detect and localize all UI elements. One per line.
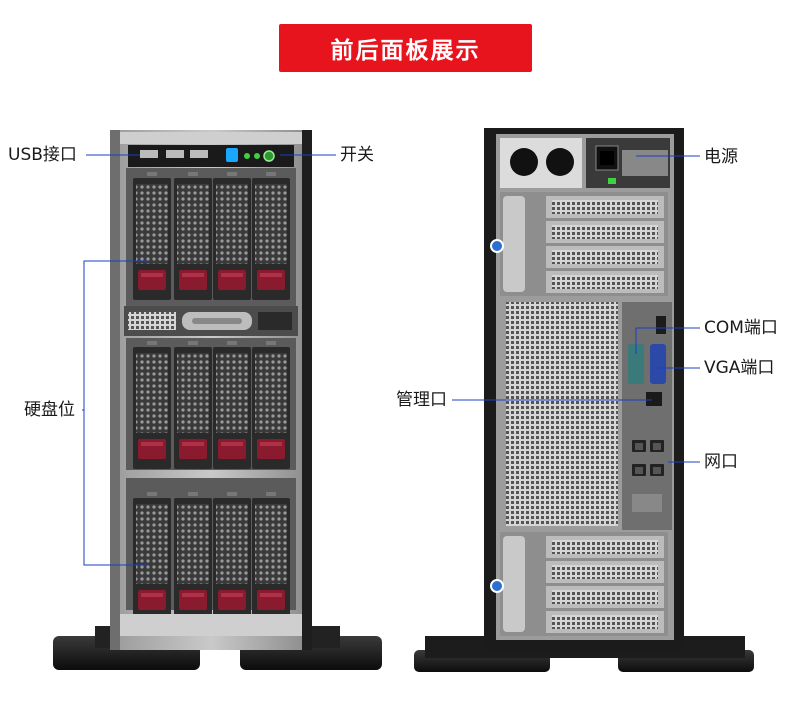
usb-port-icon bbox=[140, 150, 158, 158]
usb-port-icon bbox=[166, 150, 184, 158]
usb-port-icon bbox=[190, 150, 208, 158]
drive-bays-label: 硬盘位 bbox=[24, 400, 75, 420]
management-port-label: 管理口 bbox=[396, 390, 447, 410]
callout-lines bbox=[82, 154, 700, 566]
network-ports-label: 网口 bbox=[704, 452, 738, 472]
power-button-icon bbox=[263, 150, 275, 162]
usb-label: USB接口 bbox=[8, 145, 77, 165]
front-panel bbox=[53, 130, 382, 670]
com-port-icon bbox=[628, 344, 644, 384]
power-supply-label: 电源 bbox=[704, 147, 738, 167]
management-port-icon bbox=[646, 392, 662, 406]
title-banner: 前后面板展示 bbox=[279, 24, 532, 72]
rear-panel bbox=[414, 128, 754, 672]
power-switch-label: 开关 bbox=[340, 145, 374, 165]
vga-port-label: VGA端口 bbox=[704, 358, 775, 378]
vga-port-icon bbox=[650, 344, 666, 384]
com-port-label: COM端口 bbox=[704, 318, 778, 338]
